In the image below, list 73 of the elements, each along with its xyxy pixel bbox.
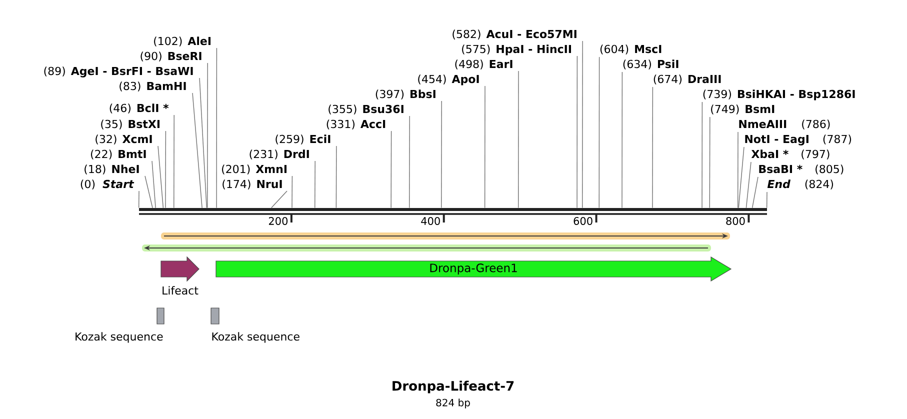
sequence-length: 824 bp [436,398,470,408]
leader-line [138,190,140,208]
enzyme-label: (674) DraIII [654,74,721,84]
enzyme-label: (46) BclI * [110,104,169,114]
orf-indicator [161,232,730,240]
enzyme-label: (32) XcmI [96,134,152,144]
leader-line [152,160,156,208]
enzyme-label: (102) AleI [154,36,210,46]
enzyme-label: (355) Bsu36I [328,104,404,114]
leader-line [652,86,654,208]
leader-line [709,116,710,208]
enzyme-label: (634) PsiI [623,60,678,70]
enzyme-label: BsaBI * (805) [759,164,844,174]
leader-line [271,190,288,208]
enzyme-label: (749) BsmI [711,104,774,114]
orf-indicator [142,244,711,252]
enzyme-label: (498) EarI [455,60,512,70]
tick-label: 200 [268,217,288,225]
enzyme-label: XbaI * (797) [751,150,830,160]
leader-line [207,62,208,208]
leader-line [165,130,166,208]
enzyme-label: (259) EciI [276,134,330,144]
feature-label: Lifeact [162,286,198,295]
enzyme-label: (231) DrdI [250,150,309,160]
enzyme-label: NmeAIII (786) [739,120,830,130]
enzyme-label: (454) ApoI [418,74,479,86]
leader-line [441,100,442,208]
tick-label: 400 [421,217,440,225]
leader-line [314,160,316,208]
leader-line [192,92,202,208]
feature-label: Kozak sequence [212,332,300,343]
enzyme-label: (174) NruI [222,180,282,190]
enzyme-label: (582) AcuI - Eco57MI [452,30,576,40]
enzyme-label: (739) BsiHKAI - Bsp1286I [703,90,855,100]
enzyme-label: (35) BstXI [101,120,160,130]
leader-line [144,176,153,208]
leader-line [752,176,758,208]
sequence-backbone [139,208,767,215]
leader-line [622,72,623,208]
leader-line [484,86,486,208]
enzyme-label: (575) HpaI - HincII [462,44,571,56]
leader-line [746,162,752,208]
end-label: End (824) [767,180,834,190]
end-label: (0) Start [80,180,134,190]
leader-line [199,78,207,208]
enzyme-label: (201) XmnI [222,164,286,174]
enzyme-label: (83) BamHI [120,82,186,92]
leader-line [702,102,703,208]
leader-line [576,56,578,208]
leader-line [336,146,337,208]
tick-label: 800 [726,217,745,225]
leader-line [292,176,293,208]
leader-line [766,192,768,208]
leader-line [409,116,410,208]
leader-line [390,130,392,208]
enzyme-label: (90) BseRI [140,52,202,62]
enzyme-label: (397) BbsI [376,90,436,100]
feature-label: Kozak sequence [76,332,163,343]
leader-line [518,70,519,208]
enzyme-label: (22) BmtI [90,150,146,160]
tick-label: 600 [574,217,592,225]
enzyme-label: (89) AgeI - BsrFI - BsaWI [44,66,193,78]
leader-line [738,146,744,208]
leader-line [216,48,218,208]
enzyme-label: (18) NheI [84,164,139,174]
enzyme-label: (604) MscI [600,44,662,54]
enzyme-label: (331) AccI [326,120,386,130]
map-title: Dronpa-Lifeact-7 [392,380,514,394]
enzyme-label: NotI - EagI (787) [745,134,852,146]
leader-line [598,56,600,208]
gene-feature: Dronpa-Green1 [216,256,732,282]
leader-line [582,40,583,208]
leader-line [158,146,164,208]
